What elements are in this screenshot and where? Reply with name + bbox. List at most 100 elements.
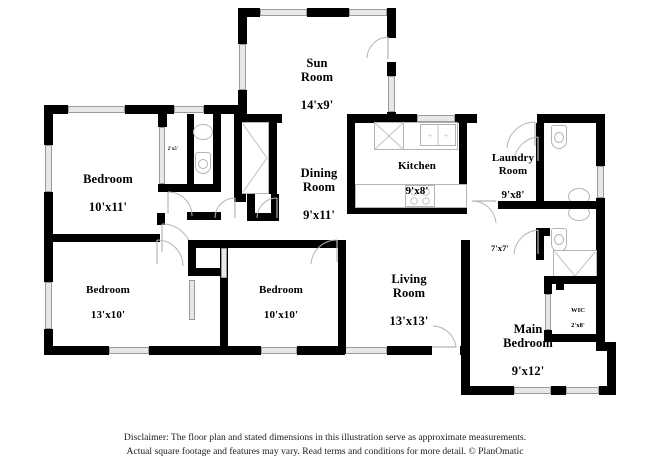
wall-sunroom-left-lower <box>238 90 247 123</box>
room-name-walk-in-closet: WIC <box>570 307 586 315</box>
door-dining-closet <box>255 196 279 220</box>
sink-kitchen-basins: + + <box>420 124 456 146</box>
wall-bedroom-bm-right <box>338 240 346 354</box>
toilet-seat-bath-tl <box>198 159 208 169</box>
room-name-kitchen: Kitchen <box>398 160 436 173</box>
window-mainbed-bottom-2 <box>566 387 599 394</box>
wall-closet-dining-bottom <box>247 213 279 221</box>
svg-text:+: + <box>428 133 432 140</box>
wall-left-seg-1 <box>44 105 53 145</box>
window-right-bath <box>597 166 604 198</box>
wall-bedroom-bm-top <box>228 240 338 248</box>
window-living-bottom <box>345 347 387 354</box>
room-name-bedroom-bottom-left: Bedroom <box>86 284 130 297</box>
wall-main-top-seg-d <box>347 114 397 123</box>
wall-sunroom-top-mid <box>307 8 349 17</box>
wall-wic-left-top <box>544 284 552 294</box>
cooktop-kitchen-burners <box>405 185 435 207</box>
wall-right-seg-1 <box>596 114 605 166</box>
room-name-bedroom-bottom-mid: Bedroom <box>259 284 303 297</box>
wall-wic-bottom <box>544 334 598 342</box>
svg-text:+: + <box>444 133 448 140</box>
wall-mainbed-right <box>607 342 616 395</box>
room-dims-sun-room: 14'x9' <box>300 98 334 112</box>
wall-bath-lower <box>157 213 165 225</box>
wall-main-top-seg-b <box>204 105 238 114</box>
wall-sunroom-right-upper <box>387 8 396 38</box>
wall-bottom-seg-3 <box>297 346 345 355</box>
wall-mainbed-bottom-1 <box>461 386 514 395</box>
wall-bottom-seg-4 <box>387 346 432 355</box>
window-sunroom-top-1 <box>260 9 307 16</box>
room-label-walk-in-closet: WIC 2'x8' <box>559 300 597 336</box>
wall-right-seg-2 <box>596 198 605 342</box>
wall-bedroom-bm-left <box>220 240 228 354</box>
opening-closet-small <box>159 127 165 184</box>
wall-closet-dining-right <box>271 194 279 220</box>
room-dims-bedroom-bottom-left: 13'x10' <box>90 308 126 321</box>
wall-bath-lower-sep <box>536 228 550 236</box>
wall-bath-lower-left <box>536 228 544 260</box>
dishwasher-kitchen-cross <box>373 121 405 151</box>
room-dims-walk-in-closet: 2'x8' <box>571 321 585 329</box>
toilet-seat-bath-tr <box>554 132 564 143</box>
wall-laundry-right-b <box>536 165 544 209</box>
door-sunroom-exterior <box>364 36 390 62</box>
door-laundry-exterior <box>505 121 537 152</box>
wall-mainbed-bottom-2 <box>551 386 566 395</box>
opening-midhall-closet <box>221 248 227 278</box>
window-bedroom-bl-left <box>45 282 52 329</box>
wall-bath-left <box>187 114 194 184</box>
shower-bath-br <box>553 250 597 278</box>
wall-kitchen-left <box>347 114 355 214</box>
wall-left-seg-3 <box>44 329 53 355</box>
wall-bath-lower-right-top <box>544 201 598 209</box>
wall-main-top-seg-a <box>125 105 174 114</box>
window-sunroom-top-2 <box>349 9 387 16</box>
wall-sunroom-left-upper <box>238 8 247 44</box>
door-hall-closet-left <box>213 196 237 220</box>
disclaimer-line-2: Actual square footage and features may v… <box>126 446 524 458</box>
door-bath-br <box>512 228 540 258</box>
opening-midhall-door <box>189 280 195 320</box>
wall-laundry-bottom <box>498 201 544 209</box>
wall-bath-right <box>213 114 221 192</box>
wall-bottom-seg-2 <box>149 346 261 355</box>
wall-bedroom-bl-top <box>53 234 160 242</box>
wall-kitchen-right <box>459 123 467 214</box>
wall-bedroom-tl-right-a <box>158 114 167 127</box>
window-bedroom-bm-bottom <box>261 347 297 354</box>
shower-tl <box>241 122 269 194</box>
wall-shower-bottom <box>234 194 246 202</box>
room-label-bedroom-bottom-mid: Bedroom 10'x10' <box>235 272 327 334</box>
wall-main-top-left-corner <box>44 105 68 114</box>
door-laundry-interior <box>512 135 540 165</box>
wall-sunroom-top-left <box>238 8 260 17</box>
wall-shower-br-stub <box>556 276 564 290</box>
opening-wic <box>545 294 551 330</box>
door-bedroom-bm <box>307 238 339 266</box>
wall-right-jog <box>596 342 616 351</box>
wall-mainbed-left <box>461 240 470 395</box>
wall-main-top-seg-e <box>397 114 417 123</box>
window-bedroom-bl-bottom <box>109 347 149 354</box>
wall-midhall-top <box>188 240 228 248</box>
disclaimer-line-1: Disclaimer: The floor plan and stated di… <box>123 432 527 444</box>
wall-shower-right <box>269 114 277 194</box>
window-mainbed-bottom-1 <box>514 387 551 394</box>
room-dims-main-bedroom: 9'x12' <box>511 364 545 378</box>
disclaimer: Disclaimer: The floor plan and stated di… <box>0 431 650 459</box>
wall-closet-bottom <box>158 184 213 192</box>
wall-shower-left <box>234 114 242 194</box>
room-dims-bedroom-bottom-mid: 10'x10' <box>263 308 299 321</box>
room-label-bedroom-top-left: Bedroom 10'x11' <box>62 158 154 228</box>
wall-midhall-closet-bottom <box>188 268 228 276</box>
wall-midhall-left <box>188 240 196 276</box>
sink-bath-tl <box>193 124 213 140</box>
room-label-bedroom-bottom-left: Bedroom 13'x10' <box>62 272 154 334</box>
shower-bath-br-lines <box>553 250 597 278</box>
window-sunroom-left <box>239 44 246 90</box>
wall-left-seg-2 <box>44 192 53 282</box>
room-name-sun-room: Sun Room <box>300 56 334 84</box>
